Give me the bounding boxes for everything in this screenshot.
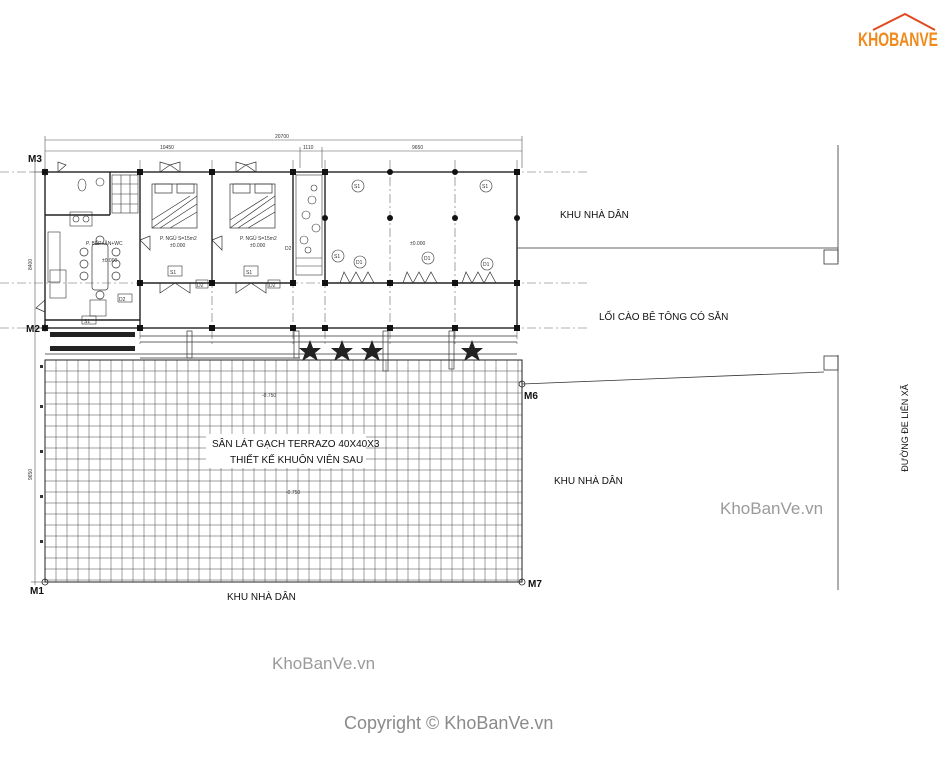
tag-s1-pav-3-text: S1 — [334, 254, 340, 260]
building-walls — [44, 171, 518, 329]
label-kitchen: P. BẾP+ĂN+WC — [86, 240, 123, 247]
tag-s1-bed1: S1 — [170, 270, 176, 276]
yard-label-bg — [206, 434, 366, 468]
yard-level-1: -0.750 — [262, 393, 276, 399]
pavilion-doors — [339, 271, 497, 284]
bedroom-1-bed — [151, 183, 198, 229]
label-khu-nha-dan-mid: KHU NHÀ DÂN — [554, 474, 623, 487]
tag-d1-pav-3-text: D1 — [483, 262, 490, 268]
yard-title: SÂN LÁT GẠCH TERRAZO 40X40X3 — [212, 437, 380, 450]
yard-border — [44, 359, 523, 583]
dim-seg3: 9650 — [412, 145, 423, 151]
logo-text: KHOBANVE — [858, 30, 938, 51]
dim-seg1: 10450 — [160, 145, 174, 151]
tag-d2-kitchen: D2 — [119, 297, 126, 303]
tag-d1-pav-2-text: D1 — [424, 256, 431, 262]
corner-m7: M7 — [528, 579, 542, 590]
bedroom-2-bed — [229, 183, 276, 229]
structural-columns — [42, 169, 520, 331]
dim-seg2: 1110 — [303, 145, 314, 151]
tag-d2-bed2: D2 — [269, 283, 276, 289]
grid-axis-lines — [0, 160, 590, 345]
corner-markers — [41, 168, 526, 586]
label-duong: ĐƯỜNG ĐE LIÊN XÃ — [900, 384, 910, 471]
top-dimension-chain — [44, 136, 523, 168]
watermark-right: KhoBanVe.vn — [720, 499, 823, 518]
pavilion-round-columns — [322, 169, 520, 221]
label-bedroom-1-level: ±0.000 — [170, 243, 185, 249]
left-ticks — [40, 365, 43, 543]
top-windows — [57, 161, 257, 173]
tag-s1-pav-2-text: S1 — [482, 184, 488, 190]
yard-subtitle: THIẾT KẾ KHUÔN VIÊN SAU — [230, 453, 363, 466]
tag-d2-garden: D2 — [285, 246, 292, 252]
tag-s1-pav-2 — [479, 179, 493, 193]
tag-s1-pav-1-text: S1 — [354, 184, 360, 190]
corner-m2: M2 — [26, 324, 40, 335]
dim-left-top: 8400 — [28, 259, 34, 270]
label-khu-nha-dan-right: KHU NHÀ DÂN — [560, 208, 629, 221]
yard-level-2: -0.750 — [286, 490, 300, 496]
tag-s1-kitchen: S1 — [84, 319, 90, 325]
label-khu-nha-dan-bottom: KHU NHÀ DÂN — [227, 590, 296, 603]
room-doors — [35, 235, 267, 313]
veranda-rails — [45, 330, 517, 372]
room-cabinets — [81, 265, 281, 325]
parking-planters — [50, 332, 135, 351]
tag-d1-pav-2 — [421, 251, 435, 265]
label-kitchen-level: ±0.000 — [102, 258, 117, 264]
yard-tile-grid — [45, 360, 522, 582]
tag-d1-pav-3 — [480, 257, 494, 271]
left-dimension-chain — [31, 160, 45, 585]
tag-d2-bed1: D2 — [197, 283, 204, 289]
corner-m3: M3 — [28, 154, 42, 165]
copyright-text: Copyright © KhoBanVe.vn — [344, 713, 553, 733]
label-pavilion-level: ±0.000 — [410, 241, 425, 247]
tag-s1-bed2: S1 — [246, 270, 252, 276]
label-bedroom-2-level: ±0.000 — [250, 243, 265, 249]
tag-s1-pav-1 — [351, 179, 365, 193]
khobanve-logo: KHOBANVE — [858, 12, 938, 51]
dining-table — [79, 235, 121, 300]
tag-d1-pav-1 — [353, 255, 367, 269]
corner-m1: M1 — [30, 586, 44, 597]
label-loi-vao: LỐI CÀO BÊ TÔNG CÓ SẴN — [599, 309, 728, 323]
star-plants — [299, 340, 483, 361]
label-bedroom-1: P. NGỦ S=15m2 — [160, 235, 197, 242]
site-boundary-lines — [517, 145, 839, 590]
dim-total-width: 20700 — [275, 134, 289, 140]
kitchen-wc-area — [47, 174, 139, 317]
watermark-bottom: KhoBanVe.vn — [272, 654, 375, 673]
label-bedroom-2: P. NGỦ S=15m2 — [240, 235, 277, 242]
tag-d1-pav-1-text: D1 — [356, 260, 363, 266]
internal-garden — [295, 174, 323, 276]
tag-s1-pav-3 — [331, 249, 345, 263]
corner-m6: M6 — [524, 391, 538, 402]
dim-left-bottom: 9650 — [28, 469, 34, 480]
logo-roof-icon — [872, 12, 936, 31]
